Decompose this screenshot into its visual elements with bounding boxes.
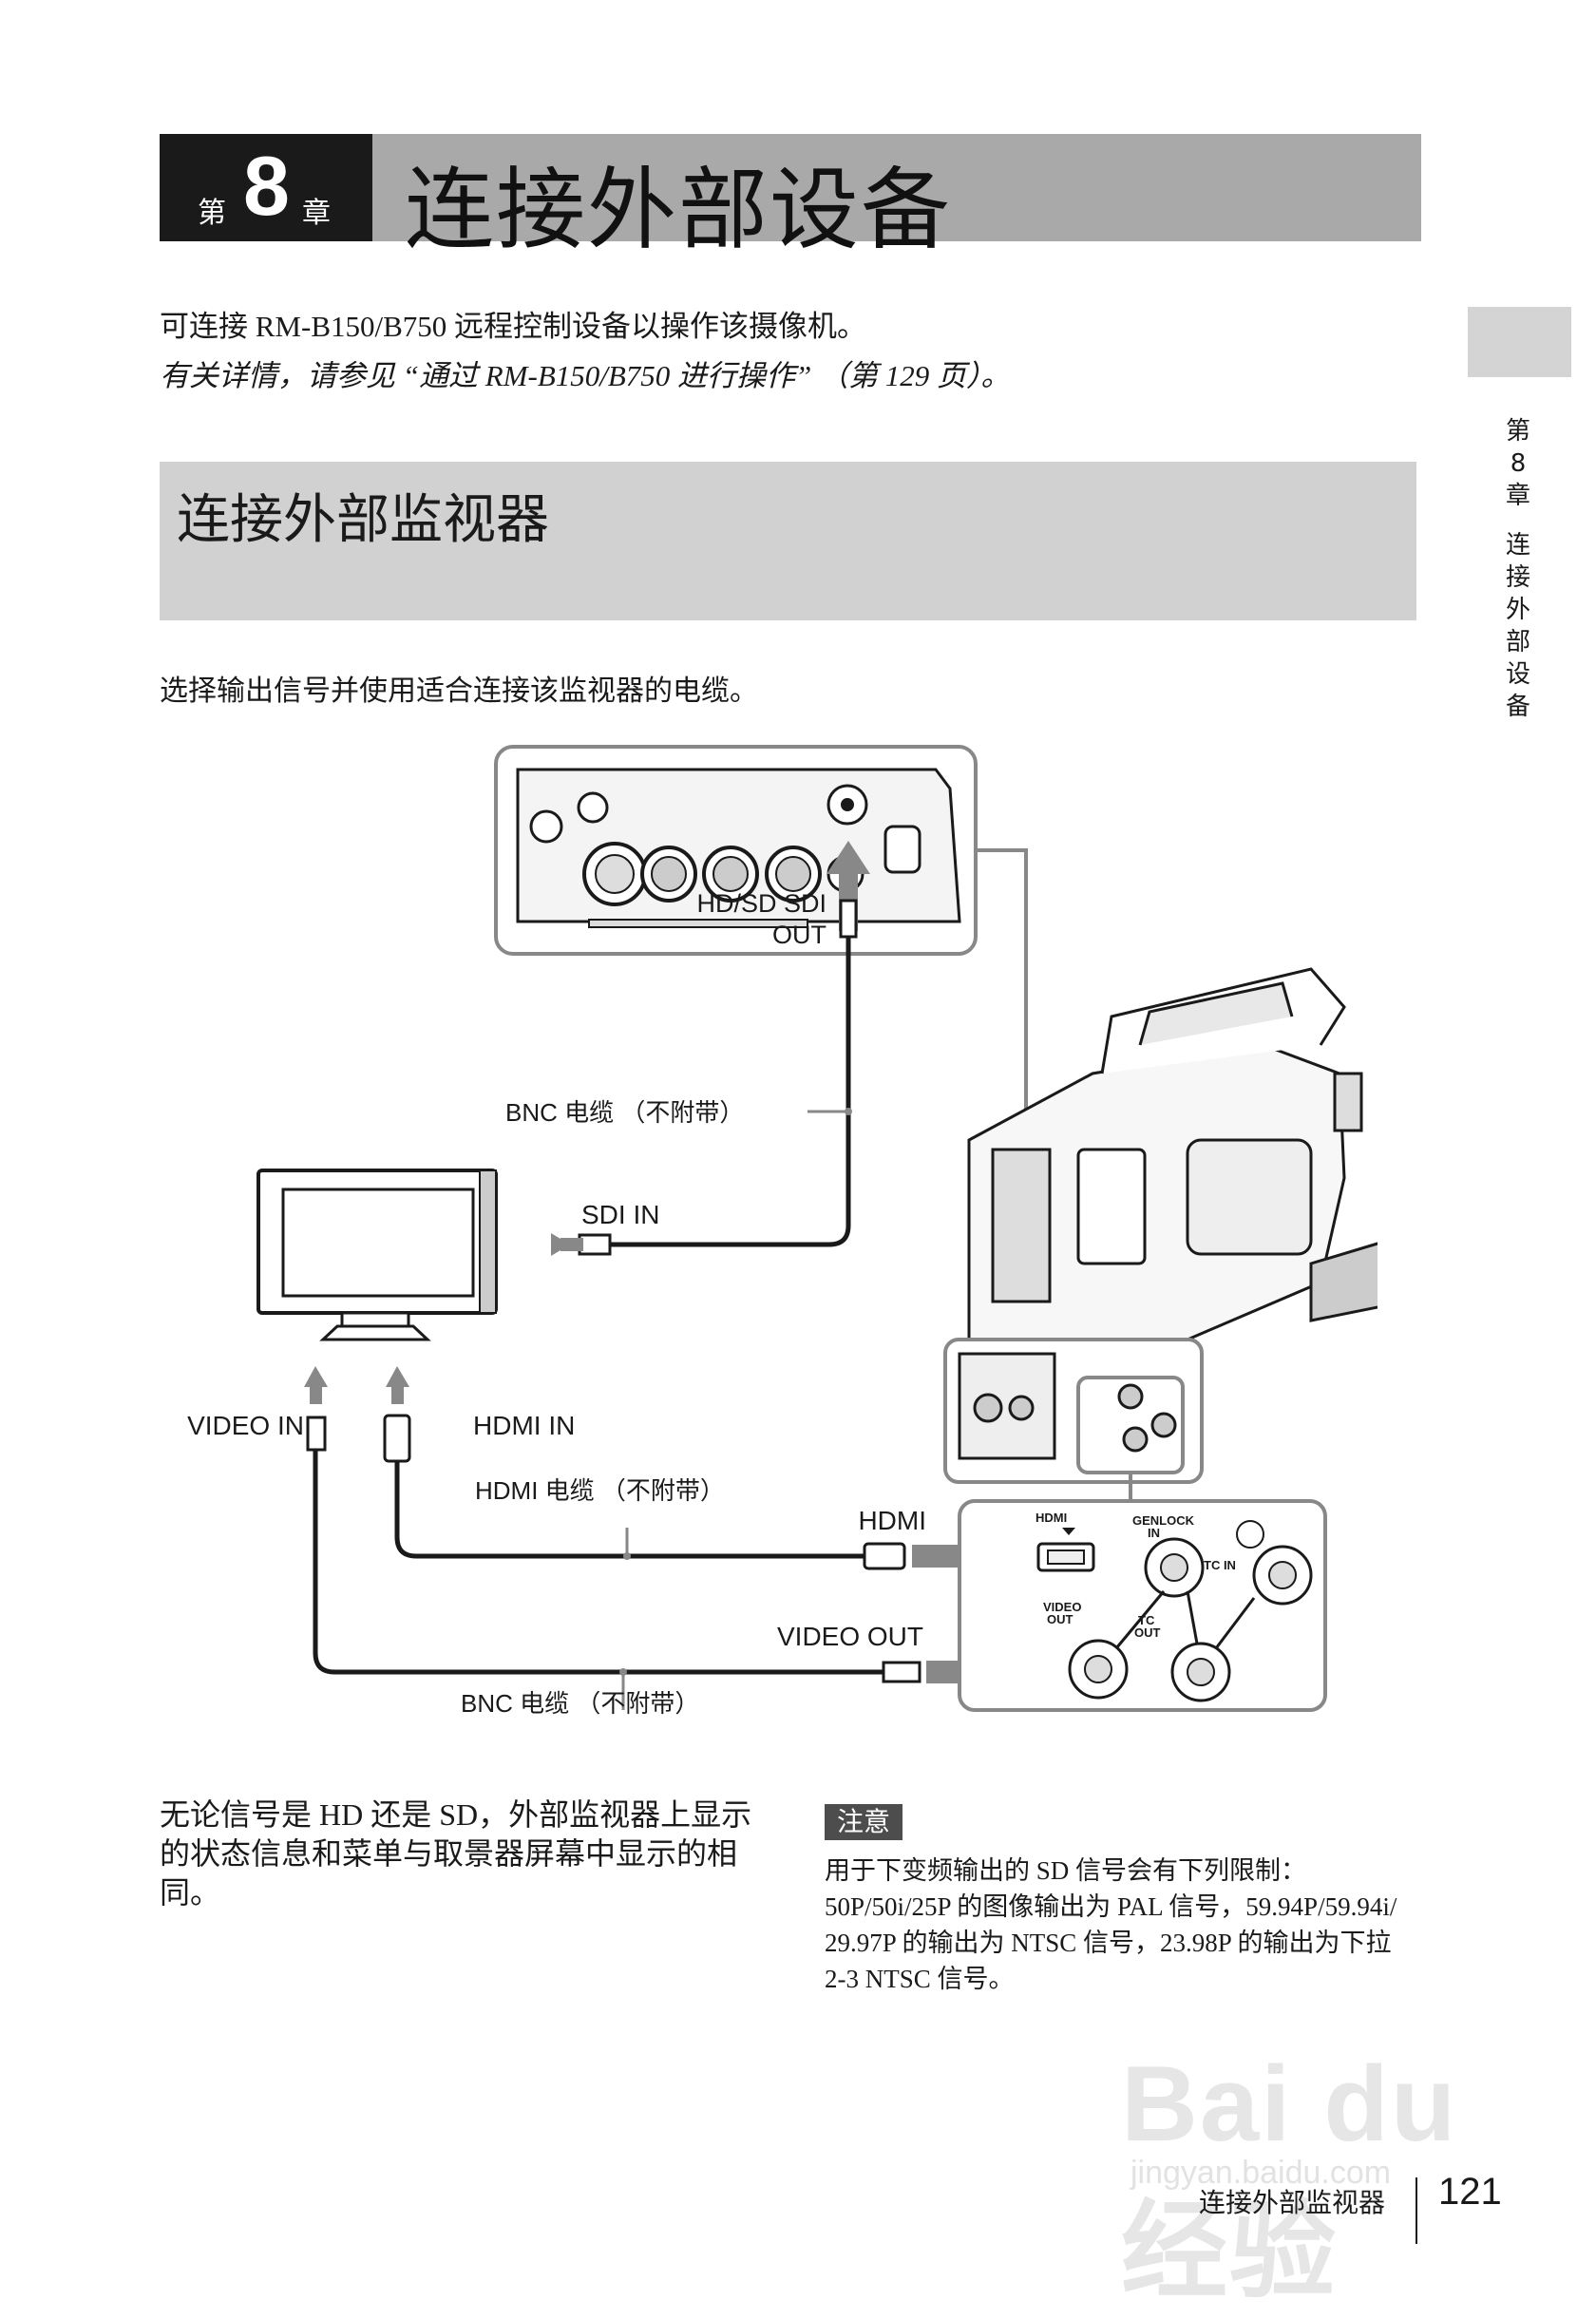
bnc-cable-bottom-label: BNC 电缆 （不附带） (461, 1689, 699, 1718)
section-header: 连接外部监视器 (160, 462, 1416, 620)
video-in-label: VIDEO IN (187, 1411, 304, 1440)
note-line: 50P/50i/25P 的图像输出为 PAL 信号，59.94P/59.94i/ (825, 1892, 1397, 1921)
note-line: 用于下变频输出的 SD 信号会有下列限制： (825, 1856, 1307, 1885)
panel-video-out-label: VIDEO (1043, 1600, 1081, 1614)
side-label-char: 8 (1510, 449, 1527, 478)
hd-sd-sdi-out-label-2: OUT (772, 921, 826, 949)
intro-cross-reference: 有关详情，请参见 “通过 RM-B150/B750 进行操作” （第 129 页… (160, 359, 1011, 392)
footer-divider (1416, 2177, 1417, 2244)
side-label-char: 备 (1505, 693, 1530, 721)
side-label-char: 设 (1505, 660, 1530, 689)
section-title: 连接外部监视器 (177, 489, 549, 551)
side-label-char: 部 (1505, 628, 1530, 656)
chapter-title-block: 连接外部设备 (372, 134, 1421, 262)
sdi-in-label: SDI IN (581, 1200, 659, 1229)
note-line: 29.97P 的输出为 NTSC 信号，23.98P 的输出为下拉 (825, 1929, 1392, 1957)
chapter-number-block: 第 8 章 (160, 134, 372, 241)
panel-genlock-label: GENLOCK (1132, 1513, 1195, 1528)
hd-sd-sdi-out-label: HD/SD SDI (696, 889, 826, 918)
side-label-char: 第 (1505, 417, 1530, 446)
hdmi-in-label: HDMI IN (473, 1411, 575, 1440)
panel-tc-out-label-2: OUT (1134, 1625, 1161, 1640)
panel-genlock-label-2: IN (1148, 1526, 1160, 1540)
tv-monitor-illustration (256, 1169, 498, 1341)
rear-connector-panel-illustration: HDMI GENLOCK IN TC IN VIDEO OUT TC OUT (958, 1499, 1327, 1712)
baidu-watermark-url: jingyan.baidu.com (1130, 2155, 1392, 2191)
camcorder-illustration (943, 967, 1378, 1484)
note-tag: 注意 (825, 1804, 902, 1840)
hdmi-cable-label: HDMI 电缆 （不附带） (475, 1476, 725, 1505)
bnc-cable-top-label: BNC 电缆 （不附带） (505, 1098, 744, 1127)
side-label-char: 连 (1505, 531, 1530, 560)
video-out-label: VIDEO OUT (777, 1622, 923, 1651)
side-label-char: 接 (1505, 563, 1530, 592)
camera-rear-panel-illustration (494, 745, 978, 956)
panel-hdmi-label: HDMI (1036, 1511, 1067, 1525)
page-number: 121 (1438, 2171, 1502, 2213)
section-intro: 选择输出信号并使用适合连接该监视器的电缆。 (160, 675, 758, 708)
hdmi-out-label: HDMI (858, 1506, 926, 1535)
panel-tc-in-label: TC IN (1204, 1558, 1236, 1572)
chapter-prefix: 第 (198, 197, 226, 230)
panel-tc-out-label: TC (1138, 1613, 1155, 1627)
chapter-number: 8 (243, 139, 290, 233)
side-label-char: 章 (1505, 482, 1530, 510)
intro-line-1: 可连接 RM-B150/B750 远程控制设备以操作该摄像机。 (160, 310, 867, 343)
monitor-display-note: 无论信号是 HD 还是 SD，外部监视器上显示的状态信息和菜单与取景器屏幕中显示… (160, 1797, 752, 1910)
side-thumb-tab (1468, 307, 1571, 377)
chapter-title: 连接外部设备 (405, 159, 953, 262)
side-label-char (1501, 512, 1535, 529)
panel-video-out-label-2: OUT (1047, 1612, 1074, 1626)
note-body: 用于下变频输出的 SD 信号会有下列限制： 50P/50i/25P 的图像输出为… (825, 1853, 1452, 1997)
connection-diagram: HD/SD SDI OUT BNC 电缆 （不附带） SDI IN VIDEO … (187, 745, 1378, 1718)
chapter-suffix: 章 (302, 197, 331, 230)
side-label-char: 外 (1505, 596, 1530, 624)
note-line: 2-3 NTSC 信号。 (825, 1965, 1015, 1993)
footer-section-title: 连接外部监视器 (1199, 2187, 1386, 2218)
side-chapter-label: 第 8 章 连 接 外 部 设 备 (1501, 415, 1535, 723)
